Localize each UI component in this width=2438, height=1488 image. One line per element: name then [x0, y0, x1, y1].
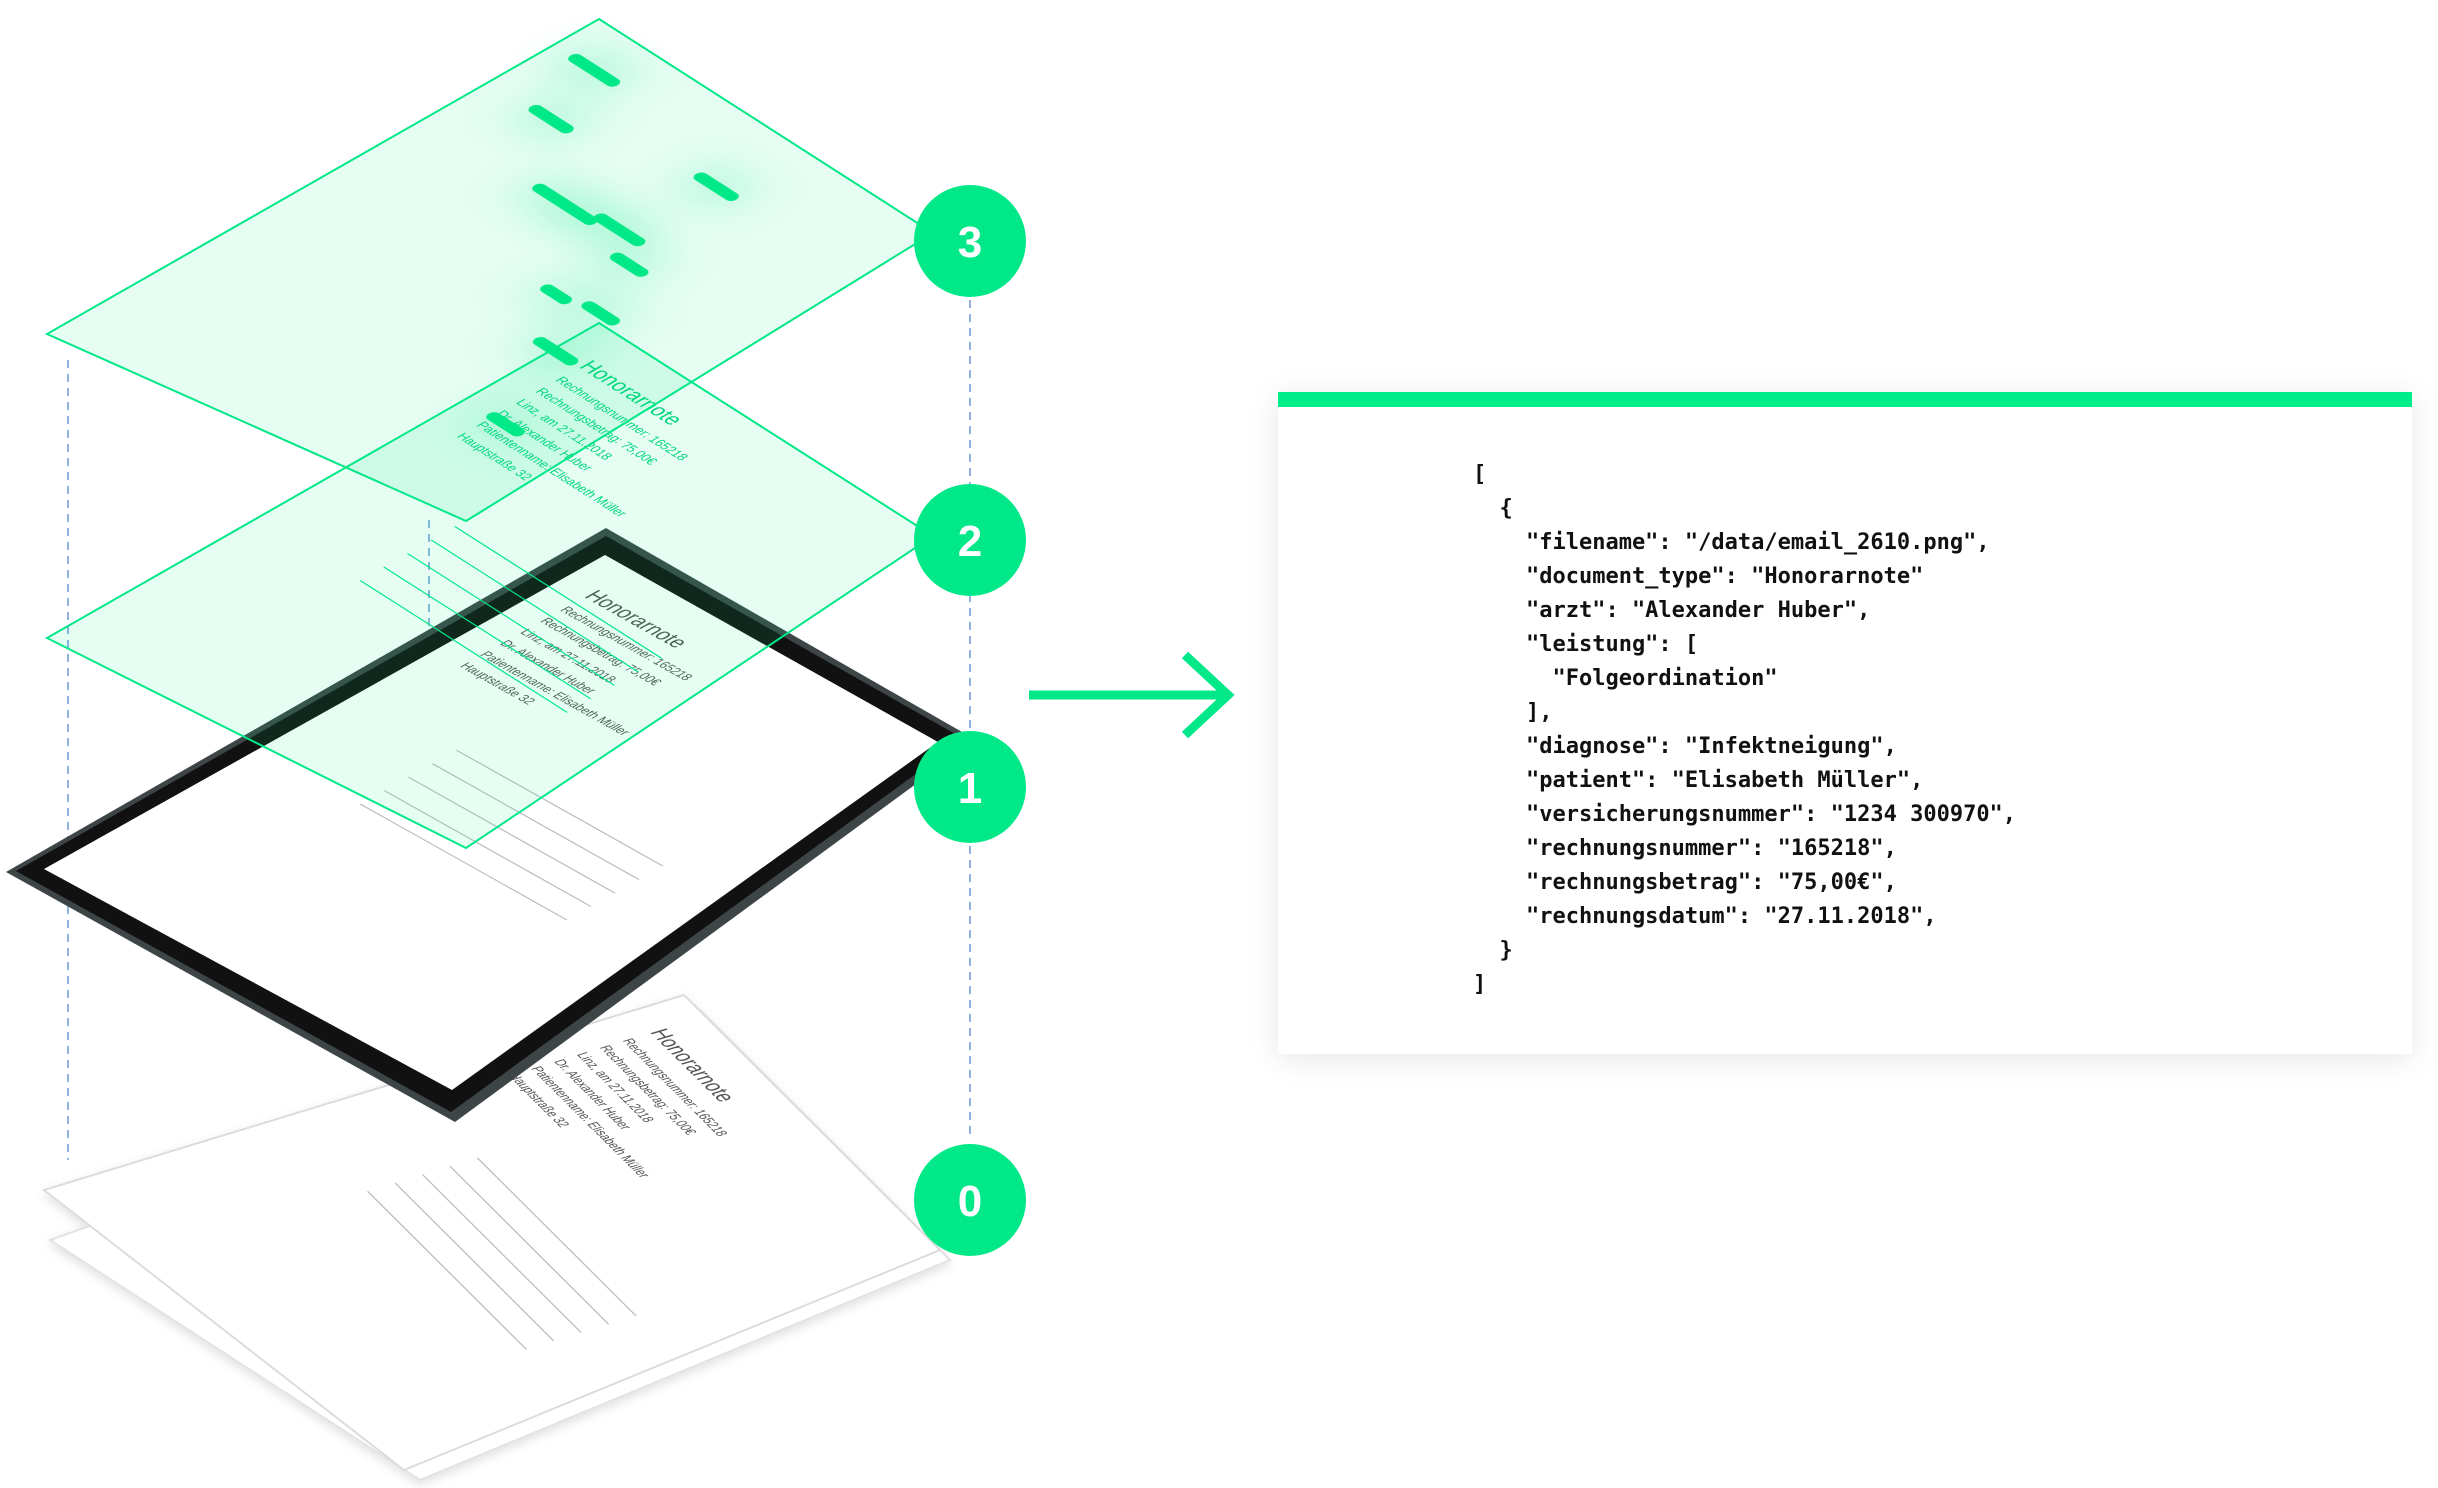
badge-circle [914, 185, 1026, 297]
extracted-field [486, 412, 525, 437]
fields-plane [44, 17, 935, 523]
table-rule [394, 1182, 555, 1342]
layer-badge-0: 0 [914, 1144, 1026, 1256]
code-line: "arzt": "Alexander Huber", [1473, 598, 1871, 623]
badge-label: 1 [958, 764, 982, 813]
arrow-right-icon [1029, 651, 1235, 739]
json-code-block: [ { "filename": "/data/email_2610.png", … [1473, 458, 2016, 1002]
extracted-field [609, 252, 649, 277]
table-rule [366, 1191, 528, 1350]
extracted-field [532, 337, 579, 366]
code-line: "rechnungsbetrag": "75,00€", [1473, 870, 1897, 895]
extracted-field [540, 284, 573, 305]
code-line: ] [1473, 972, 1487, 997]
extracted-field [593, 213, 646, 247]
panel-accent-bar [1278, 392, 2412, 407]
code-line: "leistung": [ [1473, 632, 1699, 657]
code-line: "diagnose": "Infektneigung", [1473, 734, 1897, 759]
extracted-field [568, 53, 621, 87]
layer-badge-1: 1 [914, 731, 1026, 843]
code-line: "rechnungsnummer": "165218", [1473, 836, 1897, 861]
layer-badge-2: 2 [914, 484, 1026, 596]
badge-circle [914, 484, 1026, 596]
layer-badges: 3 2 1 0 [914, 185, 1026, 1256]
extracted-field [693, 172, 739, 201]
badge-circle [914, 731, 1026, 843]
code-line: "patient": "Elisabeth Müller", [1473, 768, 1924, 793]
extracted-field [581, 301, 620, 326]
table-rule [359, 580, 568, 713]
dashed-guides [67, 300, 971, 1440]
code-line: "Folgeordination" [1473, 666, 1778, 691]
table-rule [383, 566, 592, 700]
table-rule [383, 790, 592, 907]
badge-label: 3 [958, 218, 982, 267]
table-rule [406, 553, 616, 686]
code-line: { [1473, 496, 1513, 521]
code-line: "filename": "/data/email_2610.png", [1473, 530, 1990, 555]
code-line: "versicherungsnummer": "1234 300970", [1473, 802, 2017, 827]
extracted-field [528, 104, 574, 134]
table-rule [449, 1166, 610, 1325]
table-rule [421, 1174, 582, 1333]
table-rule [407, 776, 616, 894]
json-output-panel: [ { "filename": "/data/email_2610.png", … [1278, 392, 2412, 1054]
table-rule [431, 763, 640, 880]
code-line: "document_type": "Honorarnote" [1473, 564, 1924, 589]
extracted-field-highlights [486, 53, 739, 437]
tablet [6, 528, 976, 1122]
table-rule [476, 1157, 637, 1317]
paper-front [41, 993, 942, 1472]
code-line: [ [1473, 462, 1487, 487]
code-line: } [1473, 938, 1513, 963]
badge-label: 0 [958, 1177, 982, 1226]
code-line: ], [1473, 700, 1553, 725]
table-rule [359, 803, 568, 921]
table-rule [430, 539, 639, 673]
layer-badge-3: 3 [914, 185, 1026, 297]
paper-stack [41, 993, 952, 1482]
badge-label: 2 [958, 517, 982, 566]
code-line: "rechnungsdatum": "27.11.2018", [1473, 904, 1937, 929]
ocr-plane [44, 321, 935, 850]
table-rule [454, 526, 663, 659]
table-rule [455, 749, 664, 867]
badge-circle [914, 1144, 1026, 1256]
tablet-screen [44, 555, 938, 1090]
extracted-field [532, 183, 598, 226]
